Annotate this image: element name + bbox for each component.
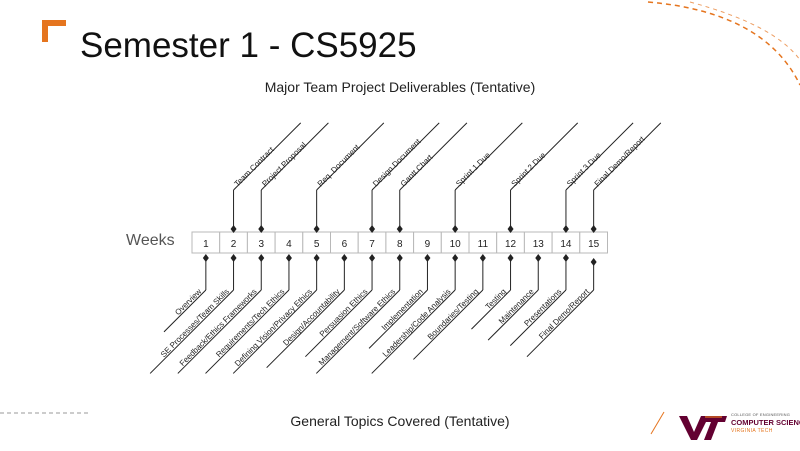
topic-leader <box>413 289 484 360</box>
topic-leader <box>371 289 456 374</box>
deliverable-leader <box>399 122 468 191</box>
topic-leader <box>232 289 318 374</box>
deliverable-marker <box>507 225 514 233</box>
topic-label: Persuasion Ethics <box>318 287 370 339</box>
week-number: 9 <box>425 239 431 250</box>
topic-leader <box>266 289 345 369</box>
deliverable-marker <box>230 225 237 233</box>
decorative-divider <box>650 411 665 435</box>
deliverable-leader <box>454 122 523 191</box>
week-number: 1 <box>203 239 209 250</box>
orange-corner-mark <box>42 20 66 42</box>
week-number: 8 <box>397 239 403 250</box>
logo-college-text: COLLEGE OF ENGINEERING <box>731 412 791 417</box>
deliverable-leader <box>565 122 634 191</box>
week-number: 12 <box>505 239 517 250</box>
topic-leader <box>315 289 401 374</box>
deliverable-marker <box>258 225 265 233</box>
topic-label: Boundaries/Testing <box>426 287 480 341</box>
topic-leader <box>526 289 595 358</box>
slide-title: Semester 1 - CS5925 <box>80 26 417 65</box>
deliverable-leader <box>316 122 385 191</box>
week-number: 5 <box>314 239 320 250</box>
decorative-dashed-curve <box>647 1 800 86</box>
topic-leader <box>368 289 428 349</box>
vt-cs-logo: COLLEGE OF ENGINEERING COMPUTER SCIENCE … <box>678 410 800 444</box>
week-number: 14 <box>560 239 572 250</box>
topic-label: Testing <box>484 287 508 311</box>
week-number: 15 <box>588 239 600 250</box>
deliverable-label: Sprint 2 Due <box>510 150 548 188</box>
weeks-label: Weeks <box>126 232 175 249</box>
decorative-dashed-curve-inner <box>689 1 800 61</box>
deliverable-marker <box>562 225 569 233</box>
topic-leader <box>177 289 262 374</box>
topic-leader <box>205 289 290 374</box>
deliverable-leader <box>510 122 579 191</box>
week-number: 7 <box>369 239 375 250</box>
topics-heading: General Topics Covered (Tentative) <box>290 413 510 429</box>
week-number: 10 <box>450 239 462 250</box>
deliverable-leader <box>593 122 662 191</box>
deliverable-label: Req. Document <box>316 142 362 188</box>
deliverable-marker <box>452 225 459 233</box>
week-number: 11 <box>478 239 489 250</box>
deliverable-marker <box>369 225 376 233</box>
topic-leader <box>305 289 373 358</box>
deliverable-marker <box>590 225 597 233</box>
week-number: 3 <box>258 239 264 250</box>
topic-leader <box>487 289 539 341</box>
logo-university-text: VIRGINIA TECH <box>731 428 773 434</box>
week-number: 6 <box>342 239 348 250</box>
deliverable-leader <box>371 122 440 191</box>
topic-label: Final Demo/Report <box>537 287 591 341</box>
deliverable-leader <box>260 122 329 191</box>
vt-monogram-icon <box>679 416 727 440</box>
deliverable-marker <box>313 225 320 233</box>
week-number: 4 <box>286 239 292 250</box>
deliverable-marker <box>396 225 403 233</box>
deliverable-leader <box>233 122 302 191</box>
deliverables-heading: Major Team Project Deliverables (Tentati… <box>264 79 536 95</box>
logo-department-text: COMPUTER SCIENCE <box>731 418 800 427</box>
topic-leader <box>509 289 567 346</box>
deliverable-label: Final Demo/Report <box>593 134 647 188</box>
topic-leader <box>163 289 207 333</box>
deliverable-label: Sprint 1 Due <box>454 150 492 188</box>
topic-leader <box>471 289 511 330</box>
topic-leader <box>149 289 234 374</box>
week-number: 13 <box>533 239 545 250</box>
week-number: 2 <box>231 239 237 250</box>
deliverable-label: Design Document <box>371 137 423 189</box>
